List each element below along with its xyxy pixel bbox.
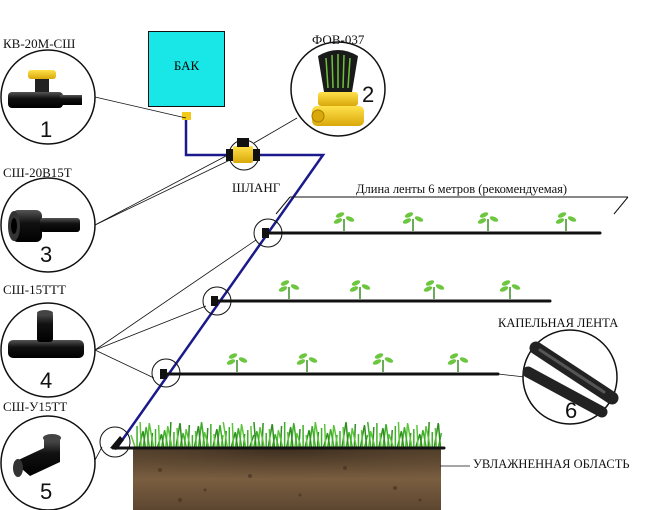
moist-area-label: УВЛАЖНЕННАЯ ОБЛАСТЬ bbox=[473, 457, 630, 471]
part-callouts bbox=[0, 41, 618, 510]
grass bbox=[130, 421, 443, 448]
part-2-number: 2 bbox=[362, 82, 375, 107]
tank-label: БАК bbox=[173, 58, 200, 73]
valve-icon bbox=[8, 70, 82, 108]
plant-icon bbox=[499, 280, 521, 299]
part-5-number: 5 bbox=[40, 479, 53, 504]
inline-filter-icon bbox=[226, 138, 260, 163]
plant-icon bbox=[402, 212, 424, 231]
plant-icon bbox=[423, 280, 445, 299]
water-tank: БАК bbox=[148, 31, 225, 107]
filter-icon bbox=[311, 50, 364, 126]
elbow-icon bbox=[13, 434, 61, 477]
plant-icon bbox=[447, 353, 469, 372]
coupling-icon bbox=[8, 210, 80, 242]
plant-icon bbox=[296, 353, 318, 372]
hose bbox=[116, 118, 326, 447]
part-1-number: 1 bbox=[40, 117, 53, 142]
plant-icon bbox=[333, 212, 355, 231]
drip-tapes bbox=[111, 231, 602, 450]
tape-length-label: Длина ленты 6 метров (рекомендуемая) bbox=[356, 182, 568, 196]
part-1-code: КВ-20М-СШ bbox=[3, 36, 76, 51]
plant-icon bbox=[372, 353, 394, 372]
plant-icon bbox=[555, 212, 577, 231]
plant-icon bbox=[349, 280, 371, 299]
leader-lines bbox=[94, 96, 526, 467]
tee-icon bbox=[8, 310, 84, 358]
plant-icon bbox=[278, 280, 300, 299]
hose-label: ШЛАНГ bbox=[232, 180, 281, 195]
part-3-code: СШ-20В15Т bbox=[3, 165, 72, 180]
plant-icon bbox=[226, 353, 248, 372]
soil-section bbox=[133, 448, 441, 510]
part-4-number: 4 bbox=[40, 368, 53, 393]
part-5-code: СШ-У15ТТ bbox=[3, 399, 68, 414]
plants bbox=[226, 212, 577, 372]
drip-tape-icon bbox=[522, 341, 619, 418]
tape-length-dimension bbox=[275, 196, 629, 215]
tank-valve-icon bbox=[182, 112, 191, 120]
plant-icon bbox=[477, 212, 499, 231]
part-2-code: ФОВ-037 bbox=[312, 32, 365, 47]
drip-tape-label: КАПЕЛЬНАЯ ЛЕНТА bbox=[498, 316, 619, 330]
part-6-number: 6 bbox=[565, 398, 578, 423]
part-3-number: 3 bbox=[40, 242, 53, 267]
part-4-code: СШ-15ТТТ bbox=[3, 282, 66, 297]
